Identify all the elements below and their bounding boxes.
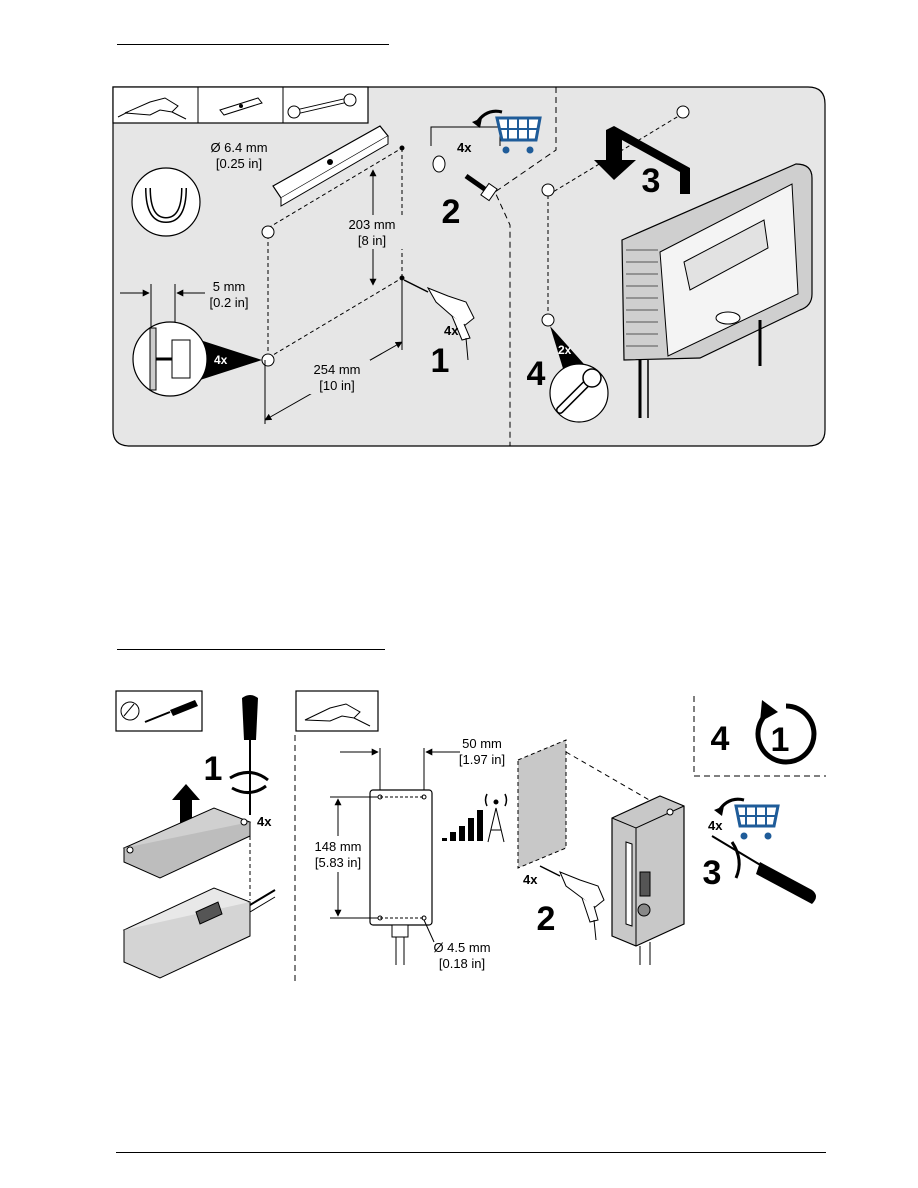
hole-diameter-mm: Ø 6.4 mm — [210, 140, 267, 155]
antenna-tower-icon — [484, 793, 508, 843]
screwdriver-tool-box — [115, 690, 203, 732]
cover-screw-quantity: 4x — [257, 814, 272, 829]
height-in: [5.83 in] — [315, 855, 361, 870]
screw-gap-detail-circle — [132, 321, 208, 397]
screw-quantity: 4x — [457, 140, 472, 155]
enclosure-base — [122, 822, 276, 979]
fig2-step-1-number: 1 — [204, 750, 223, 788]
step-4-number: 4 — [527, 355, 546, 393]
height-mm: 148 mm — [315, 839, 362, 854]
drill-tool-box — [295, 690, 379, 732]
drill-icon — [117, 97, 187, 120]
width-in: [1.97 in] — [459, 752, 505, 767]
section-heading-rule-middle — [117, 649, 385, 650]
wrench-icon — [287, 93, 357, 119]
mounting-plate — [517, 739, 567, 869]
head-gap-in: [0.2 in] — [209, 295, 248, 310]
figure-wall-mounting: Ø 6.4 mm [0.25 in] 203 mm — [112, 86, 826, 447]
width-mm: 50 mm — [462, 736, 502, 751]
tool-box — [112, 86, 369, 124]
drill-illustration — [403, 279, 475, 361]
enclosure-lid — [122, 807, 252, 879]
figure-enclosure-mounting: 1 4x — [115, 690, 826, 985]
lift-cover-arrow — [172, 784, 200, 836]
drill-quantity: 4x — [444, 323, 459, 338]
controller-enclosure — [621, 163, 813, 418]
step4-box-outline — [693, 696, 826, 777]
enclosure-outline-drawing — [369, 789, 433, 965]
wrench-detail-circle — [549, 363, 609, 423]
horizontal-spacing-mm: 254 mm — [314, 362, 361, 377]
level-icon — [219, 97, 263, 116]
repeat-count: 1 — [771, 721, 790, 759]
detail-pointer — [200, 340, 262, 380]
anchor-detail-circle — [131, 167, 201, 237]
vertical-spacing-in: [8 in] — [358, 233, 386, 248]
step-divider-line — [494, 87, 557, 446]
fig2-shopping-cart-icon — [714, 797, 780, 840]
lowering-arrow — [594, 126, 690, 194]
step-1-number: 1 — [431, 342, 450, 380]
head-gap-mm: 5 mm — [213, 279, 246, 294]
detail-quantity: 4x — [214, 353, 228, 367]
mounted-screw-heads — [541, 105, 690, 327]
screw-and-washer — [432, 155, 498, 202]
step-2-number: 2 — [442, 193, 461, 231]
screwdriver-illustration — [229, 695, 269, 815]
repeat-icon — [755, 700, 817, 765]
hole-size-in: [0.18 in] — [439, 956, 485, 971]
mount-screw-quantity: 4x — [708, 818, 723, 833]
fig2-step-3-number: 3 — [703, 854, 722, 892]
section-heading-rule-top — [117, 44, 389, 45]
fig2-step-2-number: 2 — [537, 900, 556, 938]
fig2-drill-quantity: 4x — [523, 872, 538, 887]
mounting-layout-lines — [267, 147, 403, 359]
hole-diameter-in: [0.25 in] — [216, 156, 262, 171]
fig2-screwdriver — [711, 835, 816, 904]
shopping-cart-icon — [472, 109, 542, 154]
hole-size-mm: Ø 4.5 mm — [433, 940, 490, 955]
signal-strength-icon — [442, 810, 483, 841]
fig2-drill-illustration — [539, 865, 605, 941]
horizontal-spacing-in: [10 in] — [319, 378, 354, 393]
fig2-step-4-number: 4 — [711, 720, 730, 758]
wrench-quantity: 2x — [558, 343, 572, 357]
vertical-spacing-mm: 203 mm — [349, 217, 396, 232]
mounted-antenna-enclosure — [611, 795, 685, 965]
step-3-number: 3 — [642, 162, 661, 200]
spirit-level — [272, 125, 389, 207]
page-footer-rule — [116, 1152, 826, 1153]
